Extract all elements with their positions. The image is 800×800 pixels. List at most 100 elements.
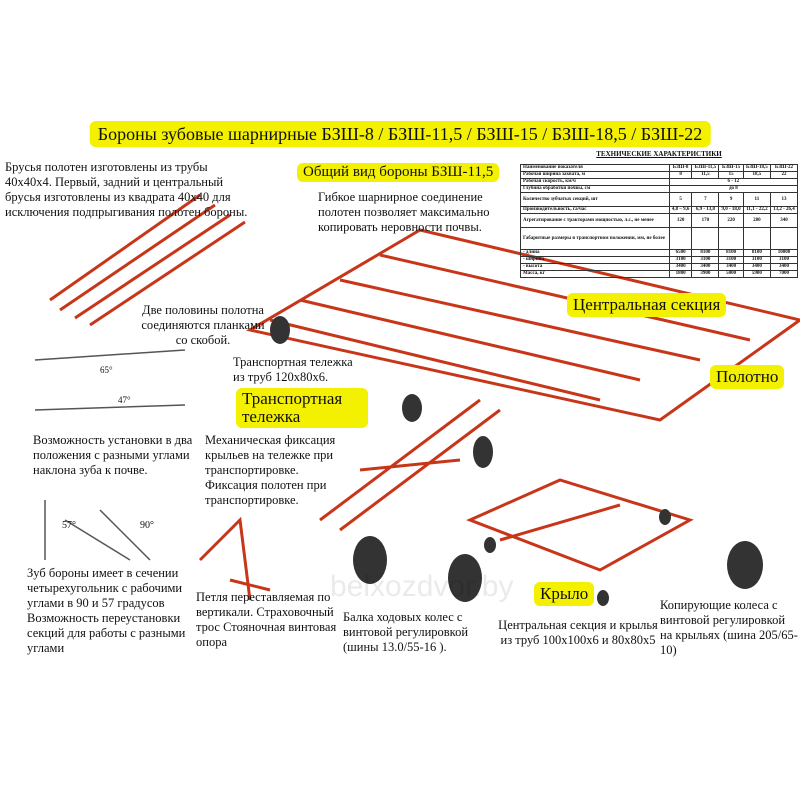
- table-cell: БЗШ-18,5: [742, 164, 771, 172]
- table-cell: - ширина: [520, 256, 670, 264]
- table-cell: [718, 227, 744, 250]
- label-transport-cart: Транспортная тележка: [236, 388, 368, 428]
- table-cell: Наименование показателя: [520, 164, 670, 172]
- table-cell: 8: [668, 171, 693, 179]
- transport-cart: [319, 398, 501, 532]
- table-cell: 220: [718, 213, 744, 228]
- table-cell: 3100: [769, 256, 799, 264]
- frame-text: Центральная секция и крылья из труб 100х…: [498, 618, 658, 647]
- table-cell: 170: [691, 213, 720, 228]
- wing-frame: [466, 478, 694, 572]
- table-cell: 4,8 – 9,6: [668, 206, 693, 214]
- table-cell: [691, 227, 720, 250]
- harrow-section-sketch: [49, 193, 246, 327]
- table-cell: БЗШ-11,5: [691, 164, 720, 172]
- label-wing: Крыло: [534, 582, 595, 606]
- table-cell: Рабочая скорость, км/ч: [520, 178, 670, 186]
- page-title: Бороны зубовые шарнирные БЗШ-8 / БЗШ-11,…: [89, 121, 711, 147]
- table-cell: 3400: [742, 263, 771, 271]
- angle-47: 47°: [118, 395, 131, 405]
- main-harrow: [245, 228, 800, 422]
- table-cell: 3100: [718, 256, 744, 264]
- table-cell: Производительность, га/час: [520, 206, 670, 214]
- table-cell: 3100: [742, 256, 771, 264]
- table-cell: 11: [742, 192, 771, 207]
- table-cell: 5: [668, 192, 693, 207]
- table-cell: [769, 227, 799, 250]
- table-cell: до 8: [668, 185, 799, 193]
- flex-text: Гибкое шарнирное соединение полотен позв…: [318, 190, 490, 234]
- table-cell: 11,1 - 22,2: [742, 206, 771, 214]
- label-central-section: Центральная секция: [567, 293, 727, 317]
- table-cell: 10000: [769, 249, 799, 257]
- table-cell: 13,2 - 26,4: [769, 206, 799, 214]
- table-cell: 8100: [742, 249, 771, 257]
- hitch-text: Петля переставляемая по вертикали. Страх…: [196, 590, 337, 649]
- table-cell: 280: [742, 213, 771, 228]
- table-cell: 8100: [691, 249, 720, 257]
- table-cell: 11,5: [691, 171, 720, 179]
- bars-text: Брусья полотен изготовлены из трубы 40х4…: [5, 160, 248, 219]
- table-cell: 3400: [718, 263, 744, 271]
- table-cell: БЗШ-22: [769, 164, 799, 172]
- table-cell: 5900: [742, 270, 771, 278]
- hitch-sketch: [198, 516, 271, 601]
- table-row: Агрегатирование с тракторами мощностью, …: [520, 213, 799, 228]
- label-canvas: Полотно: [710, 365, 785, 389]
- table-cell: 3100: [691, 256, 720, 264]
- table-cell: 6500: [668, 249, 693, 257]
- table-cell: БЗШ-15: [718, 164, 744, 172]
- tooth-angle-57: 57°: [62, 520, 76, 531]
- table-cell: Габаритные размеры в транспортном положе…: [520, 227, 670, 250]
- axle-text: Балка ходовых колес с винтовой регулиров…: [343, 610, 469, 654]
- table-cell: 6,9 - 13,8: [691, 206, 720, 214]
- table-cell: Глубина обработки почвы, см: [520, 185, 670, 193]
- cart-text: Транспортная тележка из труб 120х80х6.: [233, 355, 353, 384]
- fixation-text: Механическая фиксация крыльев на тележке…: [205, 433, 336, 507]
- table-cell: 3400: [769, 263, 799, 271]
- watermark: belxozdvor.by: [330, 570, 514, 603]
- table-cell: 9,0 - 18,0: [718, 206, 744, 214]
- table-cell: 9: [718, 192, 744, 207]
- table-cell: [668, 227, 693, 250]
- table-cell: 3100: [668, 256, 693, 264]
- table-cell: - высота: [520, 263, 670, 271]
- angle-65: 65°: [100, 365, 113, 375]
- table-cell: 22: [769, 171, 799, 179]
- table-cell: Рабочая ширина захвата, м: [520, 171, 670, 179]
- table-cell: 3400: [691, 263, 720, 271]
- table-cell: 120: [668, 213, 693, 228]
- table-cell: 1800: [668, 270, 693, 278]
- table-cell: 7000: [769, 270, 799, 278]
- table-cell: 8100: [718, 249, 744, 257]
- table-cell: 18,5: [742, 171, 771, 179]
- table-cell: 15: [718, 171, 744, 179]
- table-cell: БЗШ-8: [668, 164, 693, 172]
- table-cell: [742, 227, 771, 250]
- tooth-angle-90: 90°: [140, 520, 154, 531]
- general-view-heading: Общий вид бороны БЗШ-11,5: [297, 163, 500, 182]
- table-cell: Масса, кг: [520, 270, 670, 278]
- angles-text: Возможность установки в два положения с …: [33, 433, 193, 477]
- table-cell: 340: [769, 213, 799, 228]
- table-cell: 6 - 12: [668, 178, 799, 186]
- wheels-text: Копирующие колеса с винтовой регулировко…: [660, 598, 798, 657]
- table-cell: 13: [769, 192, 799, 207]
- tooth-text: Зуб бороны имеет в сечении четырехугольн…: [27, 566, 186, 655]
- table-cell: Агрегатирование с тракторами мощностью, …: [520, 213, 670, 228]
- table-row: Габаритные размеры в транспортном положе…: [520, 227, 799, 250]
- halves-text: Две половины полотна соединяются планкам…: [141, 303, 265, 347]
- table-cell: 7: [691, 192, 720, 207]
